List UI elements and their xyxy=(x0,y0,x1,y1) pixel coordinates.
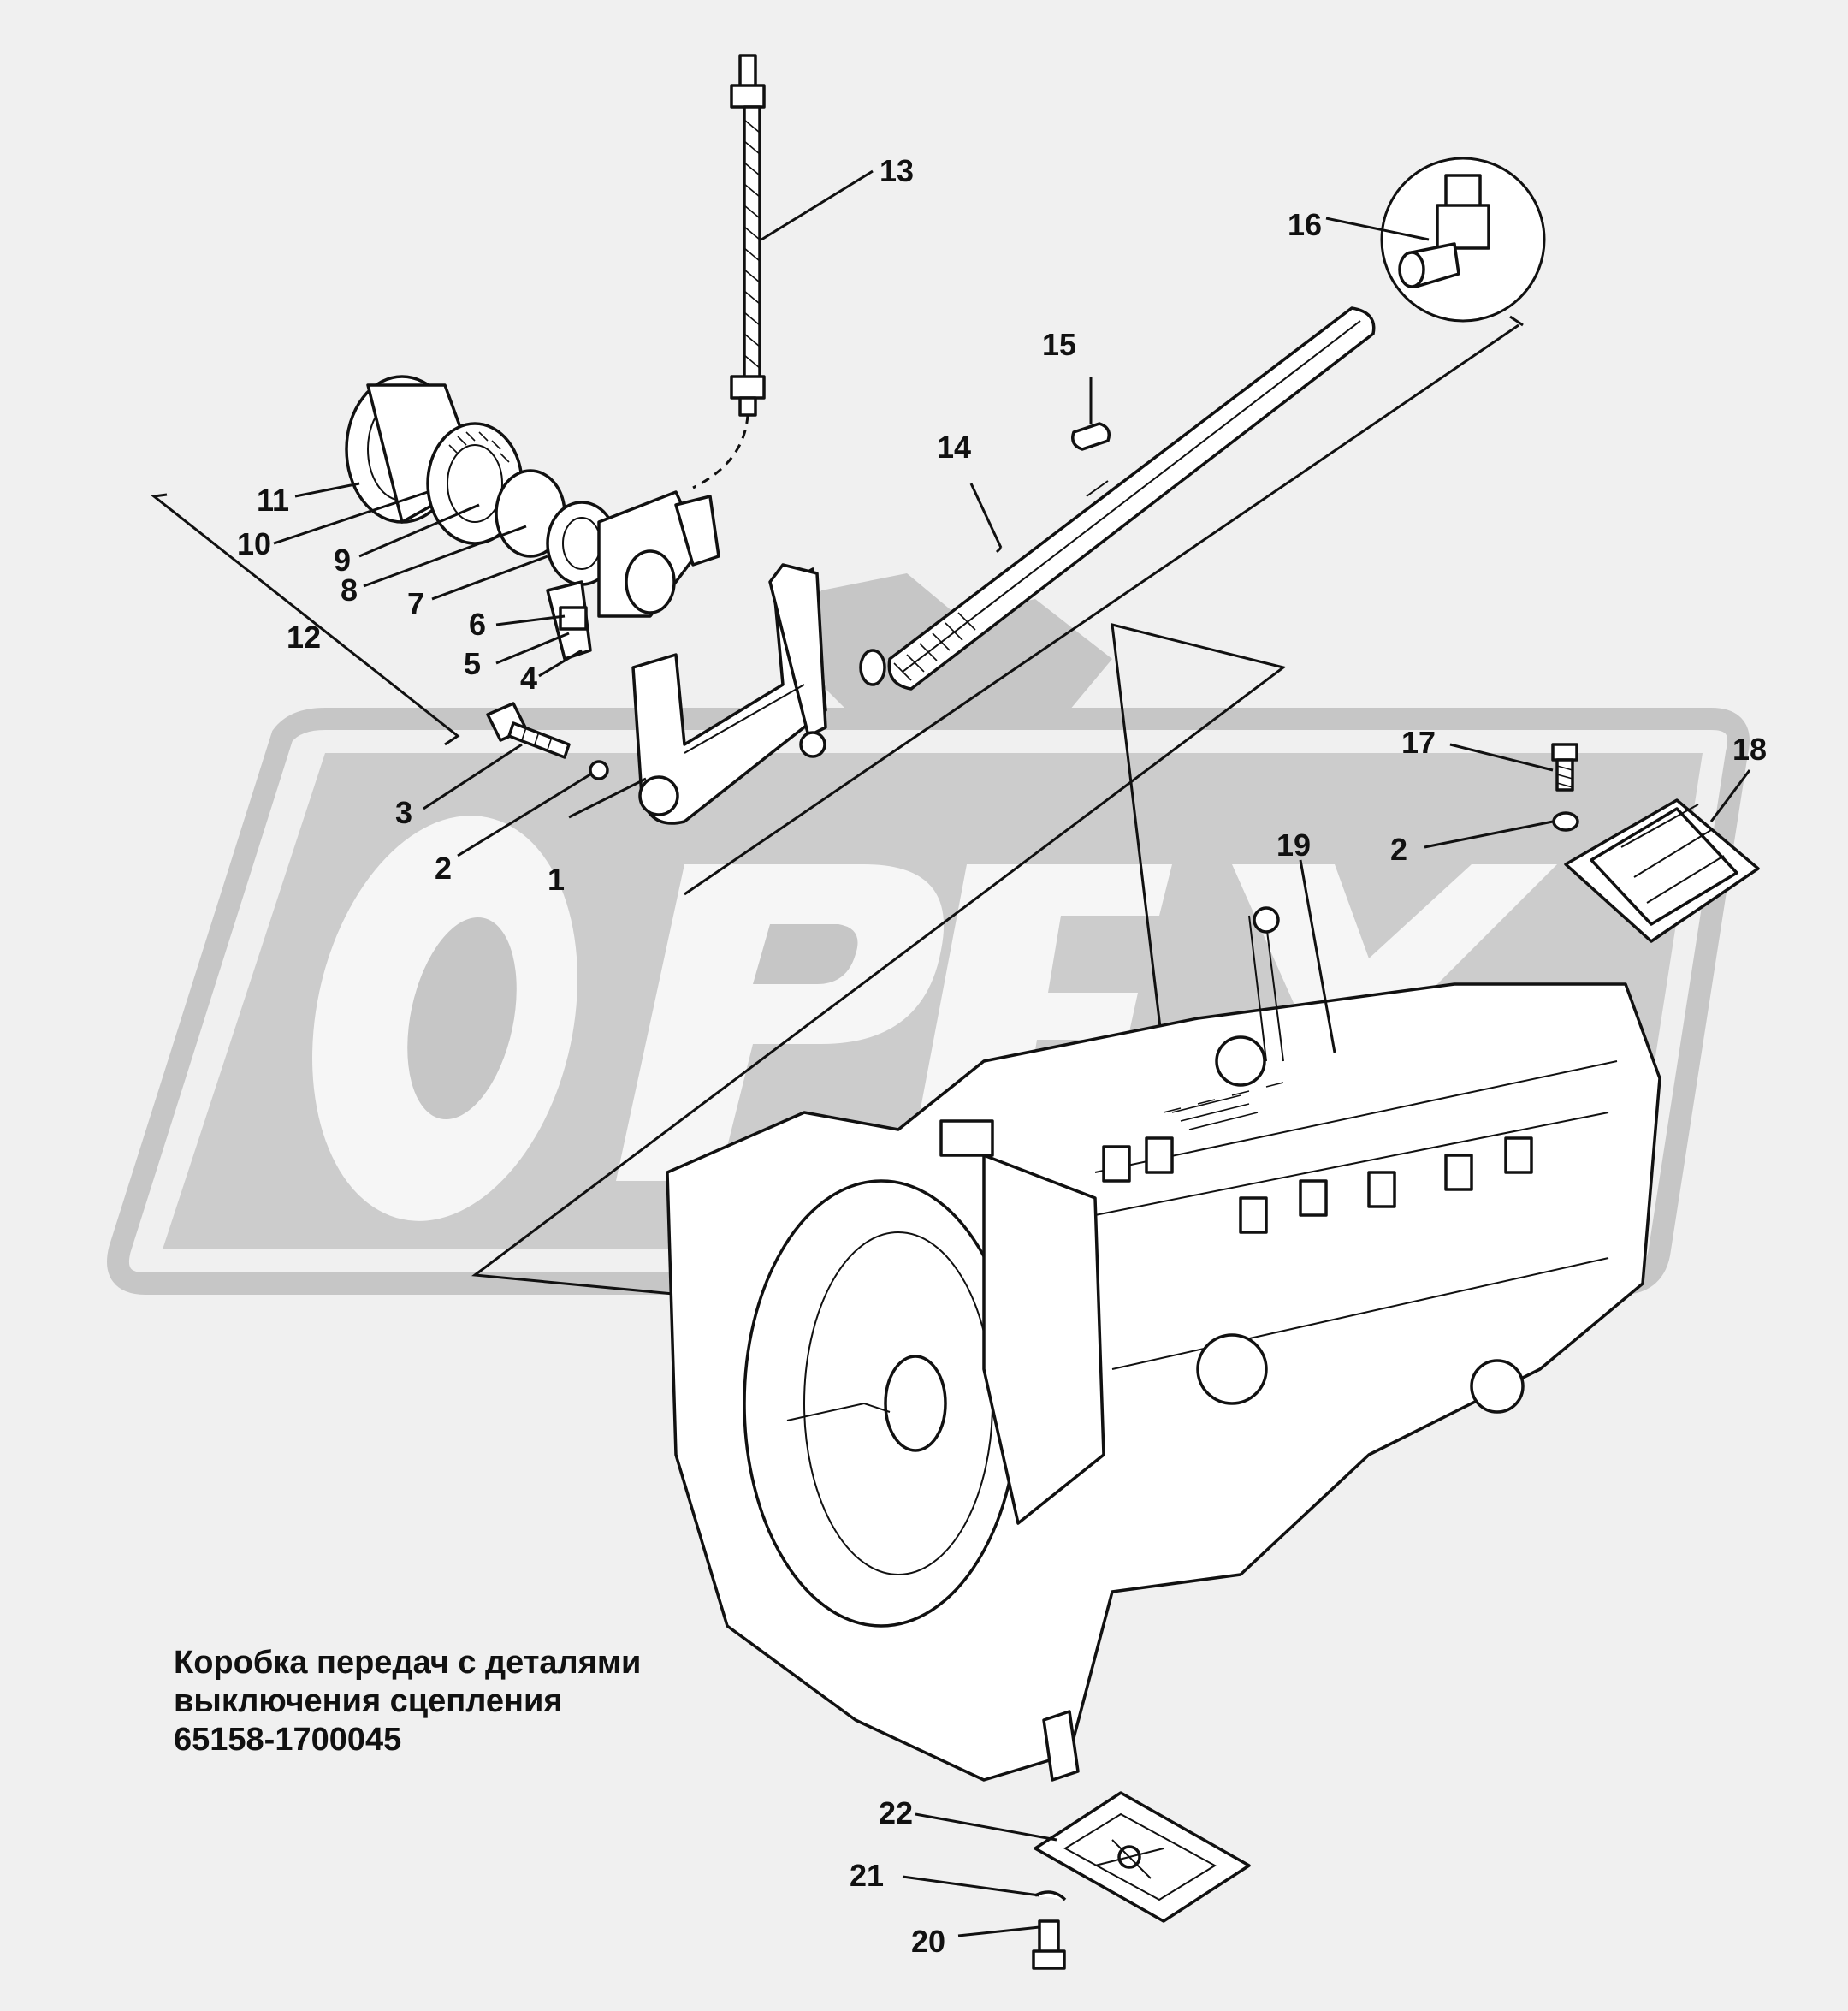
callout-18: 18 xyxy=(1732,732,1767,767)
callout-5: 5 xyxy=(464,646,481,681)
callout-2-right: 2 xyxy=(1390,832,1407,867)
key-15 xyxy=(1071,422,1111,451)
diagram-caption: Коробка передач с деталями выключения сц… xyxy=(174,1645,641,1758)
cover-22 xyxy=(1034,1791,1251,1923)
bolt-3 xyxy=(486,702,571,759)
callout-17: 17 xyxy=(1401,725,1436,760)
callout-4: 4 xyxy=(520,661,537,696)
plug-20 xyxy=(1032,1919,1066,1970)
washer-2-right xyxy=(1552,811,1579,832)
caption-line-2: выключения сцепления xyxy=(174,1683,563,1719)
washer-2-top xyxy=(589,760,609,780)
cover-18 xyxy=(1564,798,1760,943)
bracket-12 xyxy=(151,493,460,746)
callout-11: 11 xyxy=(257,483,289,518)
callout-6: 6 xyxy=(469,607,486,642)
caption-line-3: 65158-1700045 xyxy=(174,1722,401,1758)
callout-16: 16 xyxy=(1288,207,1322,242)
callout-20: 20 xyxy=(911,1924,945,1959)
callout-labels: 1 2 3 4 5 6 7 8 9 10 11 12 13 14 15 16 1… xyxy=(237,153,1767,1959)
hose-13 xyxy=(692,54,766,489)
callout-12: 12 xyxy=(287,620,321,655)
grease-fitting-16 xyxy=(1380,157,1546,323)
callout-14: 14 xyxy=(937,430,971,465)
release-fork-1 xyxy=(631,563,827,825)
shaft-axis-line xyxy=(684,323,1519,896)
release-bearing-assembly xyxy=(345,375,720,661)
plug-17 xyxy=(1551,743,1578,792)
callout-8: 8 xyxy=(341,572,358,608)
callout-7: 7 xyxy=(407,586,424,621)
callout-13: 13 xyxy=(880,153,914,188)
gearbox-housing xyxy=(666,906,1661,1782)
callout-9: 9 xyxy=(334,543,351,578)
callout-2-left: 2 xyxy=(435,851,452,886)
callout-19: 19 xyxy=(1276,828,1311,863)
caption-line-1: Коробка передач с деталями xyxy=(174,1645,641,1681)
callout-15: 15 xyxy=(1042,327,1076,362)
shaft-14 xyxy=(859,306,1376,691)
callout-1: 1 xyxy=(548,862,565,897)
washer-21 xyxy=(1034,1890,1067,1901)
leader-lines xyxy=(273,169,1751,1937)
callout-10: 10 xyxy=(237,526,271,561)
callout-3: 3 xyxy=(395,795,412,830)
callout-21: 21 xyxy=(850,1858,884,1893)
callout-22: 22 xyxy=(879,1795,913,1830)
